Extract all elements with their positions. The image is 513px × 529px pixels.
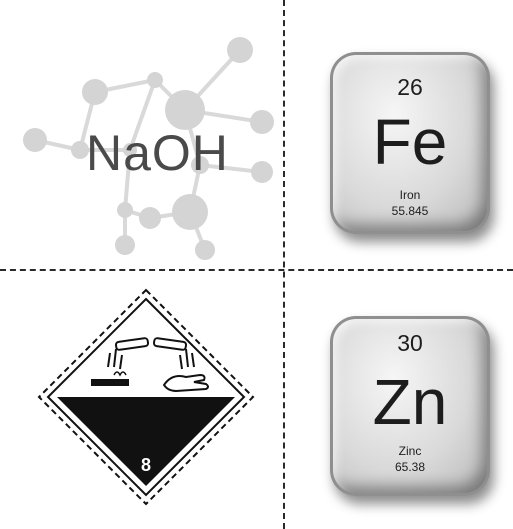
corrosive-hazard-icon: 8 [37,288,255,506]
iron-panel: 26 Fe Iron 55.845 [286,0,513,268]
hazard-class-number: 8 [141,455,151,475]
atomic-mass: 55.845 [391,204,429,218]
atomic-mass: 65.38 [394,460,426,474]
element-tile-zinc: 30 Zn Zinc 65.38 [330,316,490,496]
atomic-number: 30 [397,330,423,356]
molecule-icon [23,37,274,260]
chemical-formula: NaOH [86,125,229,181]
element-name: Iron [399,188,421,202]
hazard-panel: 8 [0,272,282,529]
naoh-panel: NaOH [0,0,282,268]
element-tile-iron: 26 Fe Iron 55.845 [330,52,490,234]
zinc-panel: 30 Zn Zinc 65.38 [286,272,513,529]
horizontal-divider [0,269,513,271]
element-symbol: Zn [372,366,448,438]
element-symbol: Fe [372,106,448,178]
element-name: Zinc [398,444,422,458]
atomic-number: 26 [397,74,423,100]
vertical-divider [283,0,285,529]
